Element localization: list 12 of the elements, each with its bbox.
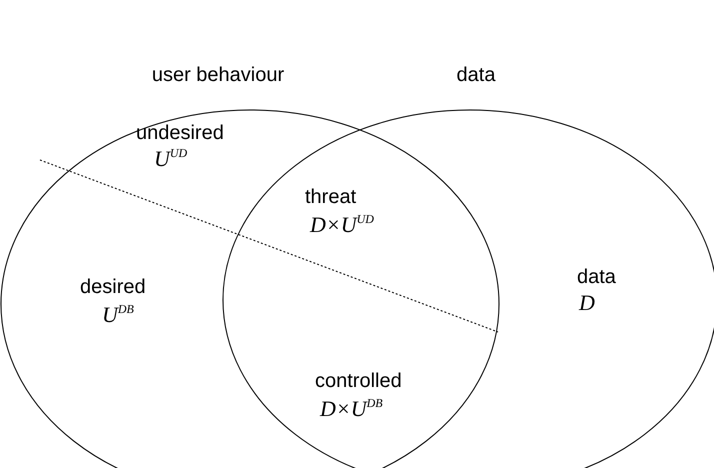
set-formula: D×U$^{DB}$ — [320, 396, 383, 422]
region-label: controlled — [315, 370, 402, 393]
region-label: data — [577, 266, 616, 289]
region-label: desired — [80, 276, 146, 299]
set-formula: D×U$^{UD}$ — [310, 212, 374, 238]
region-label: threat — [305, 186, 356, 209]
set-heading: user behaviour — [152, 64, 284, 87]
region-label: undesired — [136, 122, 224, 145]
set-formula: U$^{DB}$ — [102, 302, 134, 328]
set-heading: data — [456, 64, 496, 87]
set-formula: U$^{UD}$ — [154, 146, 188, 172]
set-formula: D — [579, 290, 595, 316]
